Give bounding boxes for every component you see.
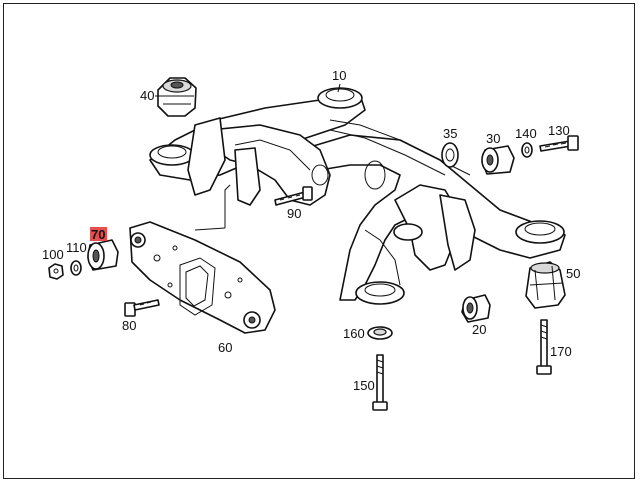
part-10-subframe[interactable] — [149, 87, 566, 305]
part-140-washer[interactable] — [521, 142, 533, 158]
callout-170: 170 — [550, 344, 572, 359]
part-170-bolt[interactable] — [536, 319, 552, 375]
callout-35: 35 — [443, 126, 457, 141]
part-60-plate[interactable] — [129, 221, 276, 334]
part-20-bushing[interactable] — [461, 294, 491, 323]
highlight-70-box — [90, 227, 107, 241]
leader-60-subframe — [224, 184, 231, 228]
callout-140: 140 — [515, 126, 537, 141]
part-40-mount[interactable] — [157, 77, 197, 117]
part-130-bolt[interactable] — [539, 135, 579, 152]
callout-60: 60 — [218, 340, 232, 355]
callout-110: 110 — [66, 240, 87, 255]
part-110-washer[interactable] — [70, 260, 82, 276]
part-70-bushing[interactable] — [87, 239, 119, 271]
leader-60-link — [194, 227, 226, 231]
callout-90: 90 — [287, 206, 301, 221]
callout-130: 130 — [548, 123, 570, 138]
callout-30: 30 — [486, 131, 500, 146]
callout-100: 100 — [42, 247, 64, 262]
callout-10: 10 — [332, 68, 346, 83]
part-50-mount[interactable] — [525, 261, 566, 309]
part-30-bushing[interactable] — [481, 145, 515, 175]
leader-10 — [337, 83, 341, 93]
callout-20: 20 — [472, 322, 486, 337]
callout-150: 150 — [353, 378, 375, 393]
part-90-bolt[interactable] — [274, 186, 313, 206]
part-150-bolt[interactable] — [372, 354, 388, 411]
part-35-washer[interactable] — [441, 142, 459, 168]
part-160-washer[interactable] — [367, 326, 393, 340]
callout-160: 160 — [343, 326, 365, 341]
part-80-bolt[interactable] — [124, 299, 160, 317]
part-100-nut[interactable] — [48, 263, 64, 280]
callout-40: 40 — [140, 88, 154, 103]
callout-70[interactable]: 70 — [91, 227, 105, 242]
callout-50: 50 — [566, 266, 580, 281]
callout-80: 80 — [122, 318, 136, 333]
